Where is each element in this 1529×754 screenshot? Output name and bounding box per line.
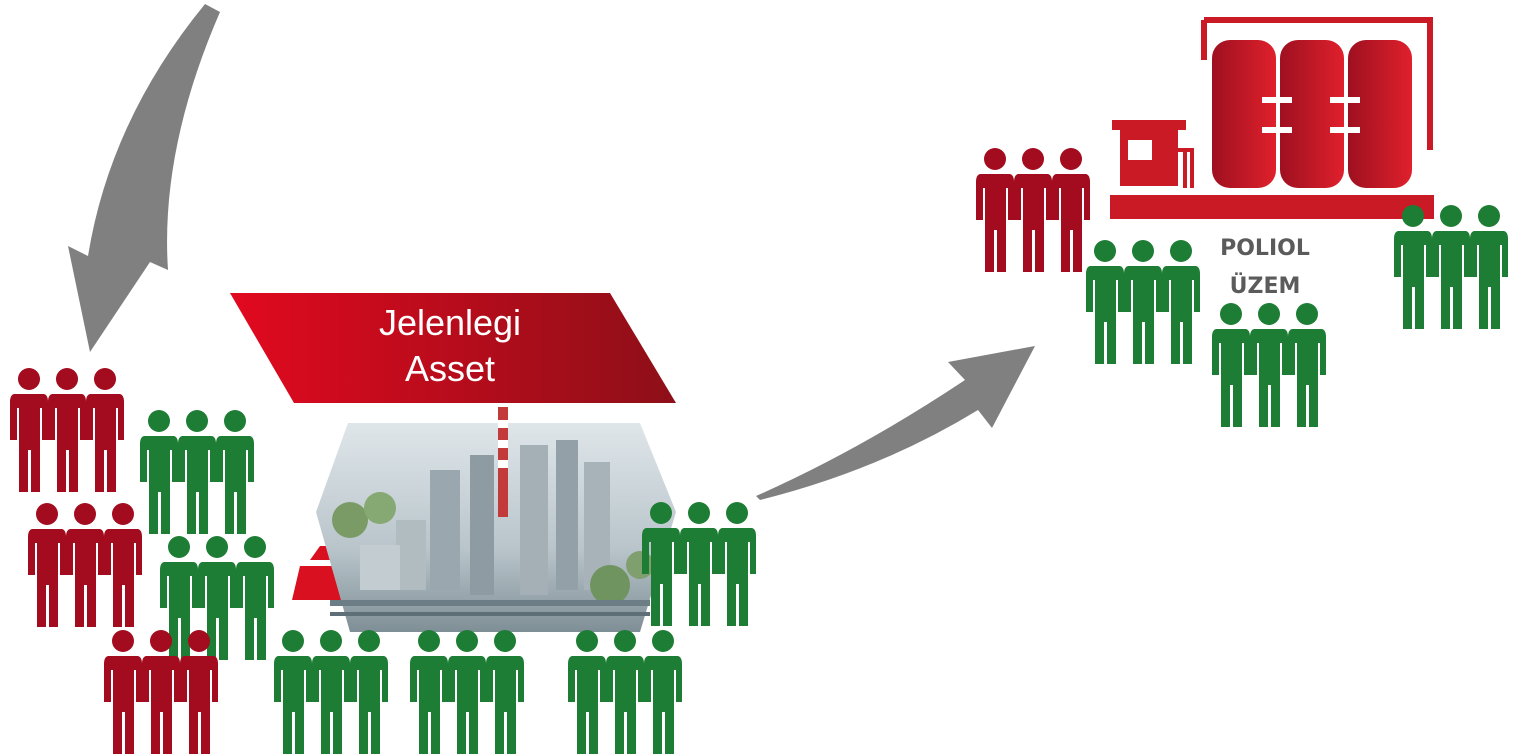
person-group-green-8: [1212, 303, 1326, 427]
chemical-plant-image: [316, 407, 676, 632]
person-group-green-6: [642, 502, 756, 626]
person-group-red-1: [10, 368, 124, 492]
person-group-green-5: [568, 630, 682, 754]
person-group-green-4: [410, 630, 524, 754]
banner-line-2: Asset: [404, 348, 496, 389]
person-group-red-2: [28, 503, 142, 627]
person-group-green-9: [1394, 205, 1508, 329]
person-group-green-3: [274, 630, 388, 754]
person-group-green-2: [160, 536, 274, 660]
plant-label-line-1: POLIOL: [1220, 236, 1310, 261]
person-group-green-1: [140, 410, 254, 534]
person-group-red-4: [976, 148, 1090, 272]
curved-arrow-up-right-icon: [756, 346, 1035, 500]
person-group-red-3: [104, 630, 218, 754]
curved-arrow-down-icon: [68, 4, 220, 352]
current-asset-label: Jelenlegi Asset: [330, 300, 570, 392]
current-asset-banner: [230, 293, 676, 403]
person-group-green-7: [1086, 240, 1200, 364]
banner-line-1: Jelenlegi: [378, 302, 522, 343]
polyol-plant-label: POLIOL ÜZEM: [1210, 230, 1320, 306]
plant-label-line-2: ÜZEM: [1229, 274, 1301, 299]
factory-icon: [1110, 17, 1434, 219]
